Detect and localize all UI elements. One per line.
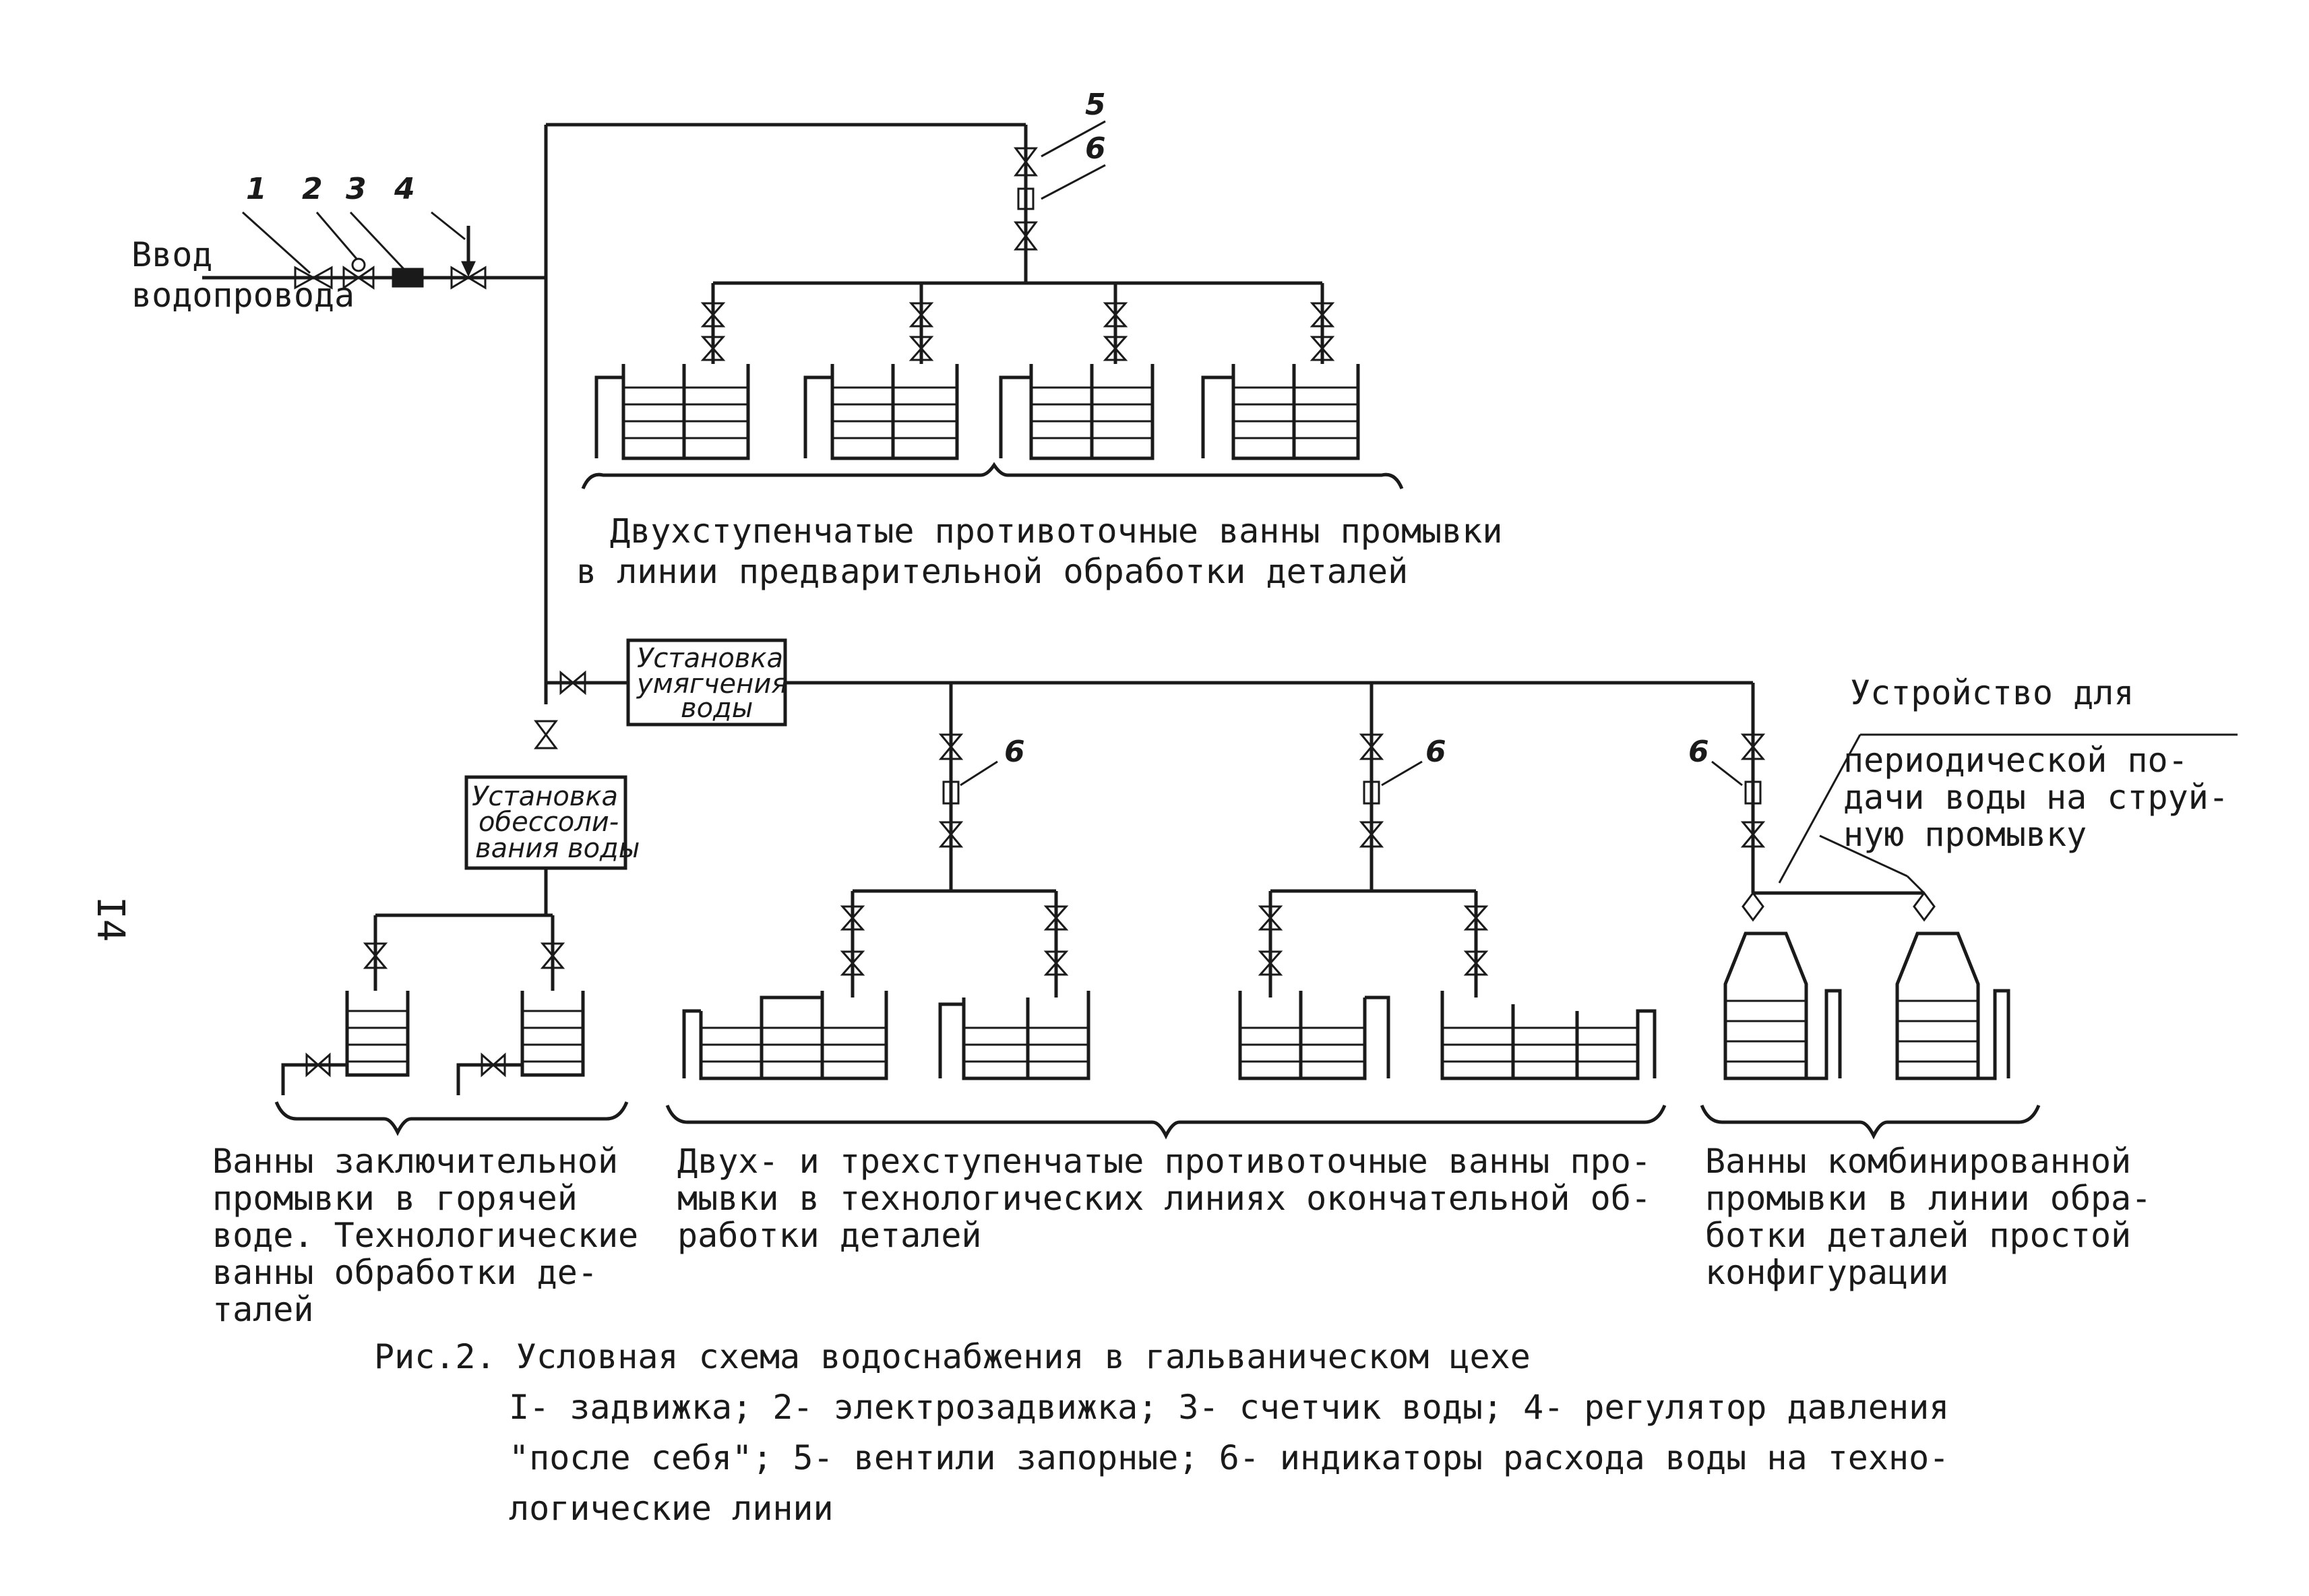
marker-5: 5 xyxy=(1085,88,1106,122)
marker-leaders xyxy=(241,120,1743,787)
marker-6-mid3: 6 xyxy=(1688,735,1709,769)
final-group-line2: промывки в горячей xyxy=(212,1179,578,1218)
bath-top-4 xyxy=(1201,364,1360,460)
combined-rinse-baths xyxy=(1700,733,2238,1140)
jet-bath-1 xyxy=(1723,931,1842,1080)
bath-mid-1 xyxy=(682,991,888,1080)
desalination-unit-label: Установка обессоли- вания воды xyxy=(472,781,640,864)
softening-line2: умягчения xyxy=(636,669,787,700)
softening-line3: воды xyxy=(681,693,753,724)
combined-group-line3: ботки деталей простой xyxy=(1705,1216,2131,1255)
input-label: Ввод водопровода xyxy=(131,235,355,315)
middle-group-line2: мывки в технологических линиях окончател… xyxy=(677,1179,1651,1218)
page-number: I4 xyxy=(88,896,132,942)
marker-6-mid2: 6 xyxy=(1425,735,1446,769)
input-label-line2: водопровода xyxy=(131,276,355,315)
top-rinse-baths xyxy=(581,364,1404,489)
bath-top-3 xyxy=(999,364,1154,460)
device-line4: ную промывку xyxy=(1843,815,2087,854)
top-branch-fittings xyxy=(700,147,1335,364)
marker-4: 4 xyxy=(394,172,415,206)
combined-group-line4: конфигурации xyxy=(1705,1253,1948,1292)
middle-group-line1: Двух- и трехступенчатые противоточные ва… xyxy=(677,1142,1651,1181)
bath-top-2 xyxy=(803,364,959,460)
final-group-line1: Ванны заключительной xyxy=(212,1142,618,1181)
bath-top-1 xyxy=(594,364,750,460)
figure-caption: Рис.2. Условная схема водоснабжения в га… xyxy=(374,1337,1949,1528)
bath-mid-3 xyxy=(1238,991,1390,1080)
desalination-line1: Установка xyxy=(472,781,618,812)
combined-group-label: Ванны комбинированной промывки в линии о… xyxy=(1705,1142,2151,1292)
caption-title: Рис.2. Условная схема водоснабжения в га… xyxy=(374,1337,1531,1376)
final-group-label: Ванны заключительной промывки в горячей … xyxy=(212,1142,638,1329)
combined-group-line2: промывки в линии обра- xyxy=(1705,1179,2151,1218)
marker-6-mid1: 6 xyxy=(1004,735,1025,769)
caption-legend-line3: логические линии xyxy=(509,1489,834,1528)
softening-unit xyxy=(626,638,787,727)
treatment-units xyxy=(464,638,787,870)
middle-process-baths xyxy=(665,991,1667,1140)
number-markers: 1 2 3 4 5 6 6 6 6 xyxy=(246,88,1709,769)
desalination-line2: обессоли- xyxy=(479,807,619,838)
input-fittings xyxy=(294,226,487,290)
device-line1: Устройство для xyxy=(1850,673,2134,712)
top-group-line1: Двухступенчатые противоточные ванны пром… xyxy=(610,512,1503,551)
softening-line1: Установка xyxy=(637,643,783,674)
jet-bath-2 xyxy=(1895,931,2010,1080)
bath-mid-4 xyxy=(1440,991,1657,1080)
desalination-line3: вания воды xyxy=(475,833,640,864)
device-line3: дачи воды на струй- xyxy=(1843,778,2229,817)
final-group-line5: талей xyxy=(212,1290,314,1329)
top-group-label: Двухступенчатые противоточные ванны пром… xyxy=(576,512,1503,591)
final-group-line3: воде. Технологические xyxy=(212,1216,638,1255)
device-label: Устройство для периодической по- дачи во… xyxy=(1843,673,2229,854)
middle-group-label: Двух- и трехступенчатые противоточные ва… xyxy=(677,1142,1651,1255)
final-rinse-baths xyxy=(274,915,629,1136)
softening-unit-label: Установка умягчения воды xyxy=(636,643,787,724)
marker-1: 1 xyxy=(246,172,267,206)
desalination-unit xyxy=(464,775,627,870)
caption-legend-line1: I- задвижка; 2- электрозадвижка; 3- счет… xyxy=(509,1388,1949,1427)
device-line2: периодической по- xyxy=(1843,741,2188,780)
middle-branch-fittings xyxy=(840,733,1766,998)
final-group-line4: ванны обработки де- xyxy=(212,1253,598,1292)
marker-2: 2 xyxy=(302,172,323,206)
main-pipes xyxy=(202,123,1924,917)
marker-3: 3 xyxy=(346,172,367,206)
top-group-line2: в линии предварительной обработки детале… xyxy=(576,552,1408,591)
input-label-line1: Ввод xyxy=(131,235,212,274)
middle-group-line3: работки деталей xyxy=(677,1216,982,1255)
bath-mid-2 xyxy=(938,991,1090,1080)
caption-legend-line2: "после себя"; 5- вентили запорные; 6- ин… xyxy=(509,1438,1949,1477)
marker-6-top: 6 xyxy=(1085,131,1106,166)
combined-group-line1: Ванны комбинированной xyxy=(1705,1142,2131,1181)
